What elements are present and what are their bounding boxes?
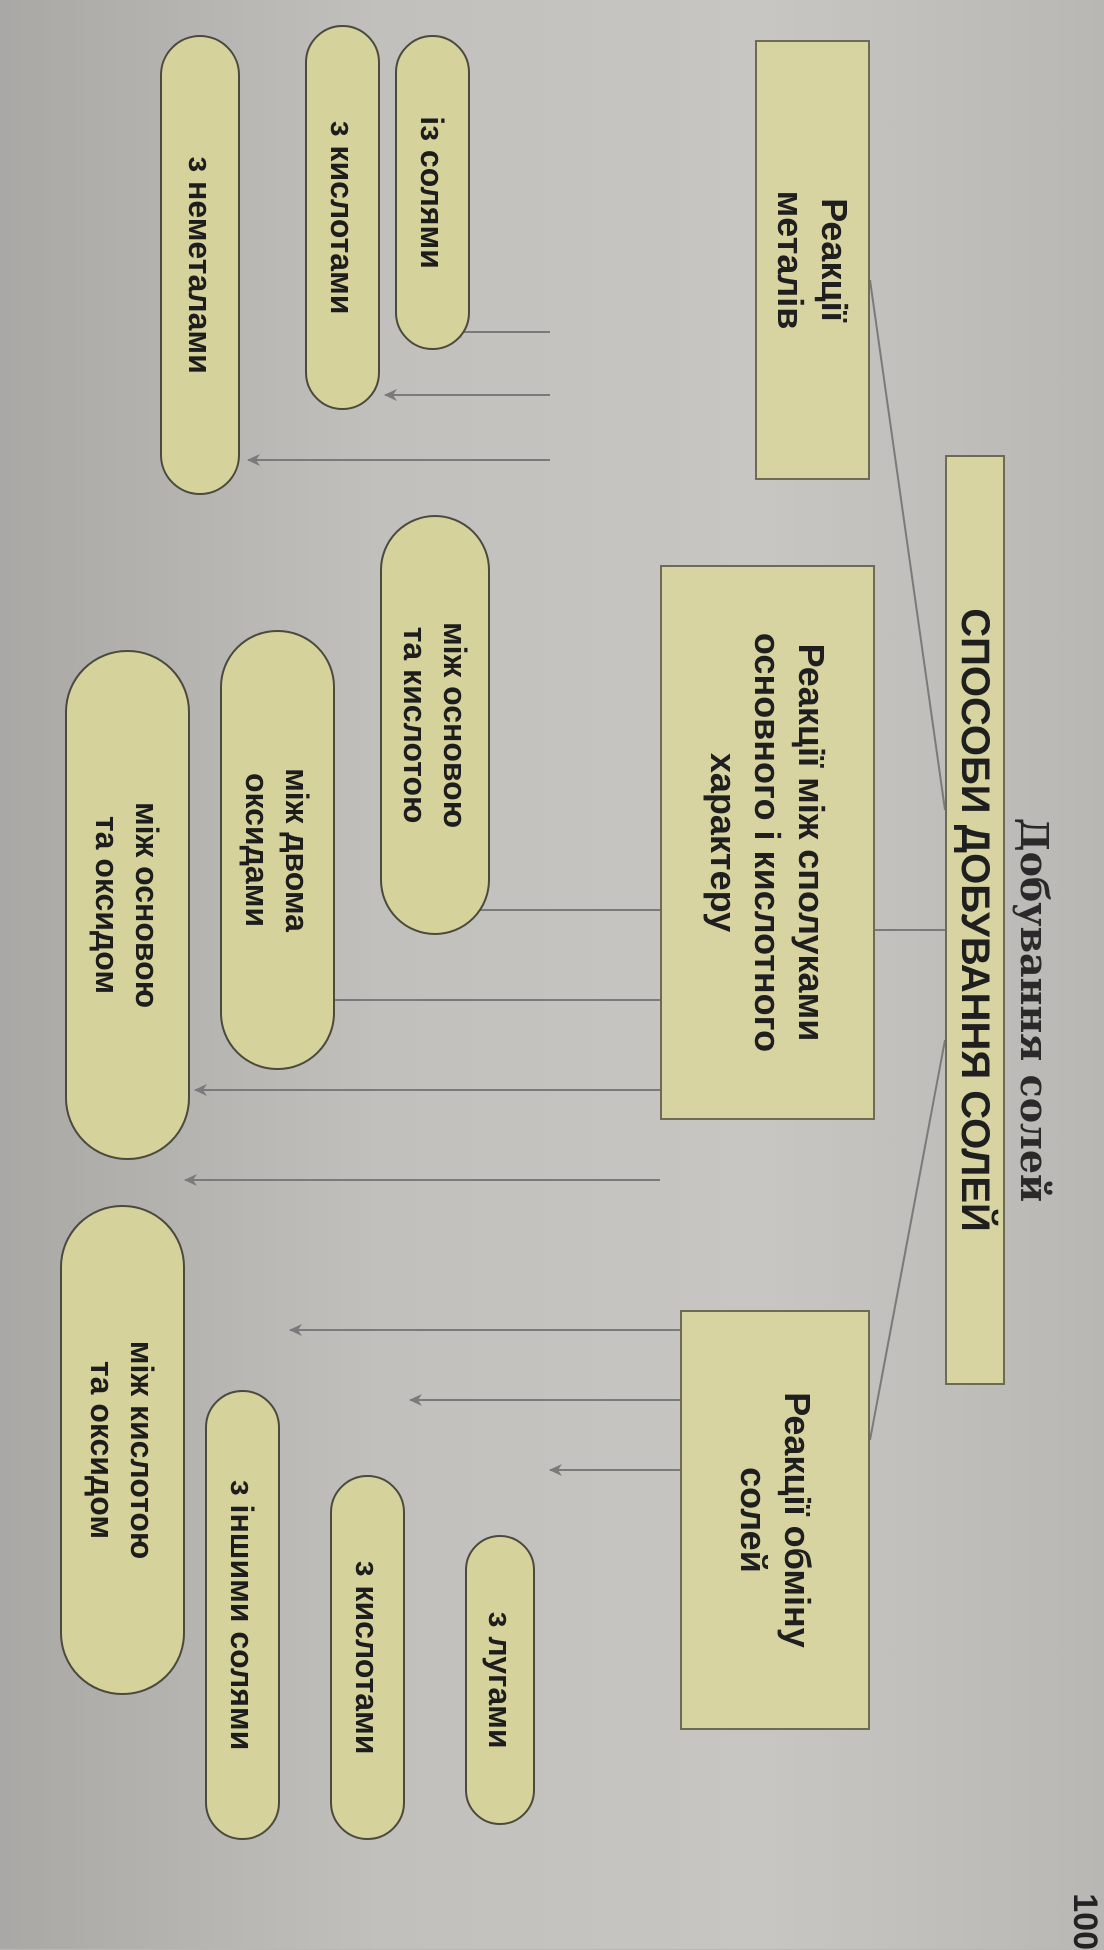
item-base-acid: між основою та кислотою xyxy=(380,515,490,935)
main-title: СПОСОБИ ДОБУВАННЯ СОЛЕЙ xyxy=(953,608,997,1232)
category-exchange-label: Реакції обміну солей xyxy=(733,1392,818,1648)
category-metals-label: Реакції металів xyxy=(770,190,856,330)
item-metals-acids: з кислотами xyxy=(305,25,380,410)
main-title-box: СПОСОБИ ДОБУВАННЯ СОЛЕЙ xyxy=(945,455,1005,1385)
item-metals-nonmetals: з неметалами xyxy=(160,35,240,495)
category-exchange-box: Реакції обміну солей xyxy=(680,1310,870,1730)
category-metals-box: Реакції металів xyxy=(755,40,870,480)
item-exchange-acids: з кислотами xyxy=(330,1475,405,1840)
item-exchange-alkalis: з лугами xyxy=(465,1535,535,1825)
item-exchange-salts: з іншими солями xyxy=(205,1390,280,1840)
item-metals-salts: із солями xyxy=(395,35,470,350)
item-base-oxide: між основою та оксидом xyxy=(65,650,190,1160)
category-compounds-label: Реакції між сполуками основного і кислот… xyxy=(703,632,833,1053)
title-to-metals-line xyxy=(869,279,946,811)
page-number: 100 xyxy=(1066,1893,1104,1950)
title-to-exchange-line xyxy=(869,1039,946,1441)
item-two-oxides: між двома оксидами xyxy=(220,630,335,1070)
category-compounds-box: Реакції між сполуками основного і кислот… xyxy=(660,565,875,1120)
item-acid-oxide: між кислотою та оксидом xyxy=(60,1205,185,1695)
